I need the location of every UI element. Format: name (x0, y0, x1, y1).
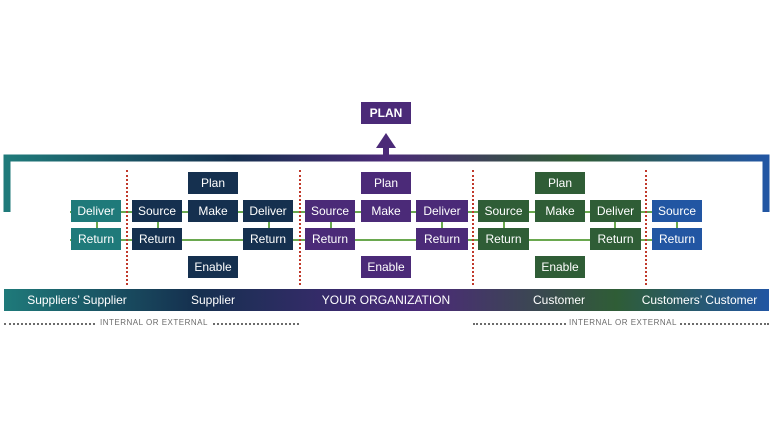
plan-main: PLAN (361, 102, 411, 124)
org-deliver-box: Deliver (416, 200, 468, 222)
cc-return-box: Return (652, 228, 702, 250)
connector (441, 210, 443, 240)
divider (299, 170, 301, 285)
supplier-enable-box: Enable (188, 256, 238, 278)
bar-label-supplier: Supplier (190, 293, 236, 307)
cc-source-box: Source (652, 200, 702, 222)
org-enable-box: Enable (361, 256, 411, 278)
customer-source-box: Source (478, 200, 529, 222)
customer-return-deliver-box: Return (590, 228, 641, 250)
internal-external-label-right: INTERNAL OR EXTERNAL (566, 318, 680, 327)
org-return-source-box: Return (305, 228, 355, 250)
customer-enable-box: Enable (535, 256, 585, 278)
connector (268, 210, 270, 240)
connector (330, 210, 332, 240)
divider (472, 170, 474, 285)
supplier-return-source-box: Return (132, 228, 182, 250)
supplier-source-box: Source (132, 200, 182, 222)
supplier-plan-box: Plan (188, 172, 238, 194)
connector (676, 210, 678, 240)
connector (157, 210, 159, 240)
plan-bracket (3, 133, 770, 212)
customer-plan-box: Plan (535, 172, 585, 194)
supplier-make-box: Make (188, 200, 238, 222)
bar-label-customers-customer: Customers’ Customer (641, 293, 758, 307)
customer-make-box: Make (535, 200, 585, 222)
internal-external-label-left: INTERNAL OR EXTERNAL (97, 318, 211, 327)
ss-deliver-box: Deliver (71, 200, 121, 222)
divider (126, 170, 128, 285)
divider (645, 170, 647, 285)
bar-label-your-organization: YOUR ORGANIZATION (321, 293, 451, 307)
bar-label-suppliers-supplier: Suppliers’ Supplier (27, 293, 127, 307)
supplier-return-deliver-box: Return (243, 228, 293, 250)
customer-return-source-box: Return (478, 228, 529, 250)
bar-label-customer: Customer (532, 293, 585, 307)
ss-return-box: Return (71, 228, 121, 250)
org-plan-box: Plan (361, 172, 411, 194)
supplier-deliver-box: Deliver (243, 200, 293, 222)
connector (70, 239, 700, 241)
org-return-deliver-box: Return (416, 228, 468, 250)
supply-chain-bar: Suppliers’ Supplier Supplier YOUR ORGANI… (4, 289, 769, 311)
connector (614, 210, 616, 240)
customer-deliver-box: Deliver (590, 200, 641, 222)
org-make-box: Make (361, 200, 411, 222)
org-source-box: Source (305, 200, 355, 222)
connector (96, 210, 98, 240)
connector (503, 210, 505, 240)
